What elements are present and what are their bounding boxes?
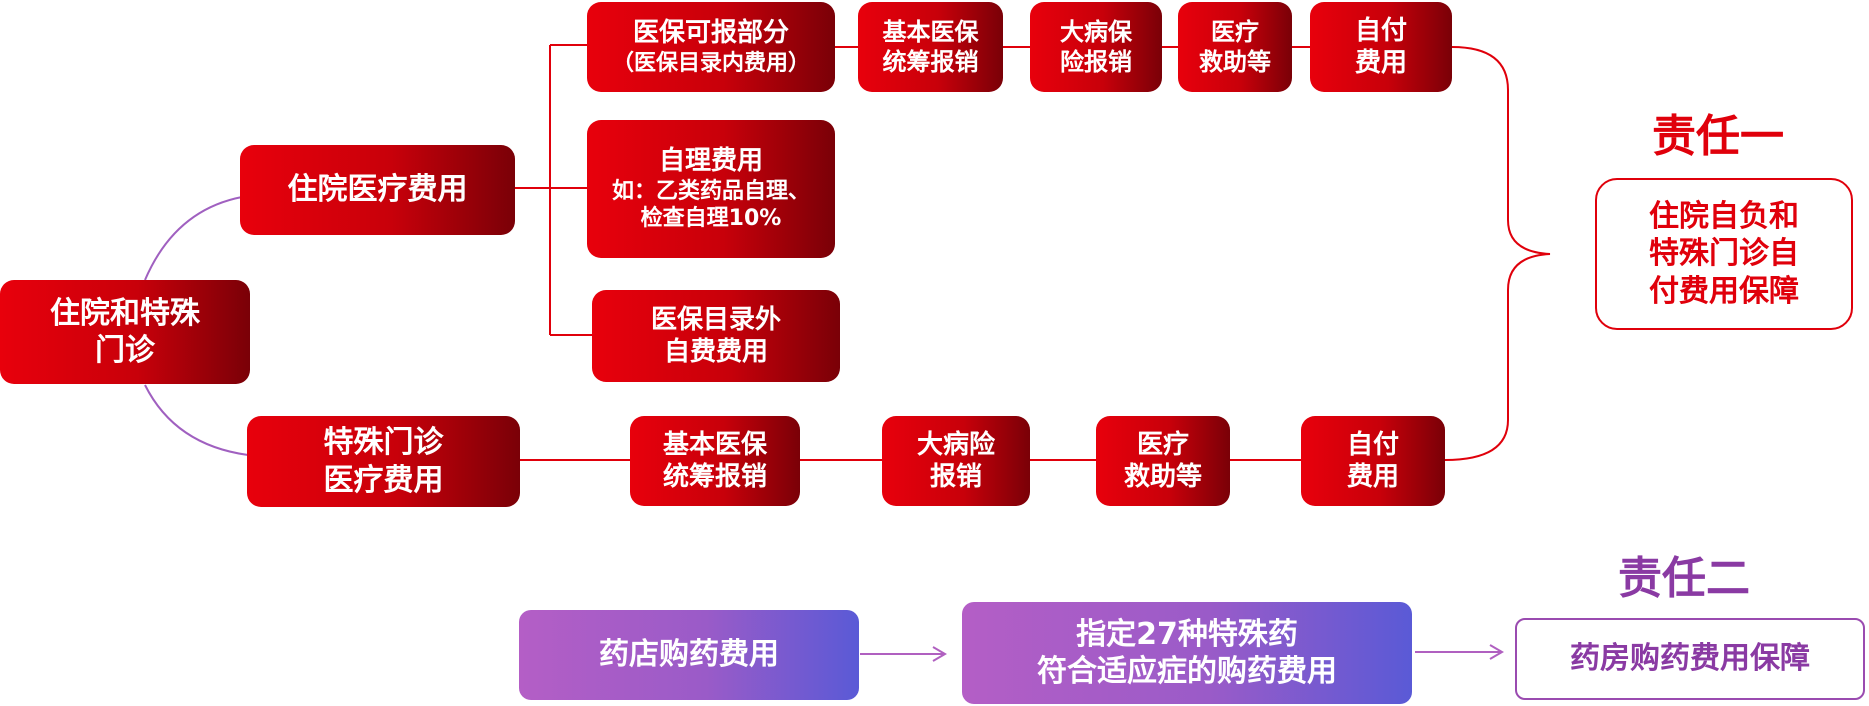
responsibility1-box: 住院自负和 特殊门诊自 付费用保障 [1595,178,1853,330]
inclusive-step-basic-line1: 基本医保 [882,18,979,46]
special-step-critical: 大病险 报销 [882,416,1030,506]
self-managed-line3: 检查自理10% [640,206,782,232]
out-of-list-node: 医保目录外 自费费用 [592,290,840,382]
responsibility1-line3: 付费用保障 [1649,273,1799,309]
responsibility1-line2: 特殊门诊自 [1649,236,1799,272]
responsibility1-title: 责任一 [1652,111,1784,162]
special-step-basic-line2: 统筹报销 [662,462,767,492]
root-to-special-curve [144,384,249,456]
special-line2: 医疗费用 [323,462,444,498]
root-line1: 住院和特殊 [50,295,200,331]
right-brace [1444,46,1551,461]
special-step-self-pay: 自付 费用 [1301,416,1445,506]
inclusive-step-self-pay-line2: 费用 [1354,48,1407,78]
inclusive-step-critical-line1: 大病保 [1060,18,1132,46]
inclusive-step-aid-line2: 救助等 [1199,48,1271,76]
self-managed-line1: 自理费用 [658,146,763,177]
hospital-label: 住院医疗费用 [287,172,468,208]
inclusive-step-aid: 医疗 救助等 [1178,2,1292,92]
special-step-aid: 医疗 救助等 [1096,416,1230,506]
out-of-list-line1: 医保目录外 [650,304,781,335]
responsibility2-title: 责任二 [1618,553,1750,604]
out-of-list-line2: 自费费用 [663,337,768,367]
self-managed-node: 自理费用 如：乙类药品自理、 检查自理10% [587,120,835,258]
inclusive-step-aid-line1: 医疗 [1211,18,1259,46]
root-line2: 门诊 [95,333,155,368]
arrow-head-2 [1489,644,1504,660]
special-line1: 特殊门诊 [323,425,444,460]
special-step-critical-line2: 报销 [929,462,982,492]
responsibility2-label: 药房购药费用保障 [1570,641,1810,677]
special-step-basic-line1: 基本医保 [662,429,767,460]
hospital-branch-connector [515,44,594,336]
root-node: 住院和特殊 门诊 [0,280,250,384]
inclusive-step-self-pay: 自付 费用 [1310,2,1452,92]
inclusive-node: 医保可报部分 （医保目录内费用） [587,2,835,92]
special-step-self-pay-line2: 费用 [1346,462,1399,492]
pharmacy-middle-node: 指定27种特殊药 符合适应症的购药费用 [962,602,1412,704]
self-managed-line2: 如：乙类药品自理、 [611,178,810,204]
special-step-aid-line2: 救助等 [1123,462,1202,492]
pharmacy-source-node: 药店购药费用 [519,610,859,700]
inclusive-step-critical: 大病保 险报销 [1030,2,1162,92]
responsibility2-box: 药房购药费用保障 [1515,618,1865,700]
root-to-hospital-curve [144,196,243,281]
pharmacy-source-label: 药店购药费用 [599,637,779,673]
pharmacy-middle-line2: 符合适应症的购药费用 [1037,654,1337,689]
arrow-head-1 [932,646,947,662]
inclusive-step-basic: 基本医保 统筹报销 [858,2,1003,92]
pharmacy-middle-line1: 指定27种特殊药 [1076,616,1298,652]
inclusive-step-self-pay-line1: 自付 [1354,15,1407,46]
special-step-basic: 基本医保 统筹报销 [630,416,800,506]
hospital-node: 住院医疗费用 [240,145,515,235]
special-step-self-pay-line1: 自付 [1346,429,1399,460]
responsibility1-line1: 住院自负和 [1649,198,1799,234]
special-node: 特殊门诊 医疗费用 [247,416,520,507]
inclusive-step-basic-line2: 统筹报销 [882,48,979,76]
special-step-critical-line1: 大病险 [916,429,995,460]
inclusive-line1: 医保可报部分 [632,18,789,48]
inclusive-step-critical-line2: 险报销 [1060,48,1132,76]
special-step-aid-line1: 医疗 [1136,429,1189,460]
inclusive-line2: （医保目录内费用） [611,50,810,76]
